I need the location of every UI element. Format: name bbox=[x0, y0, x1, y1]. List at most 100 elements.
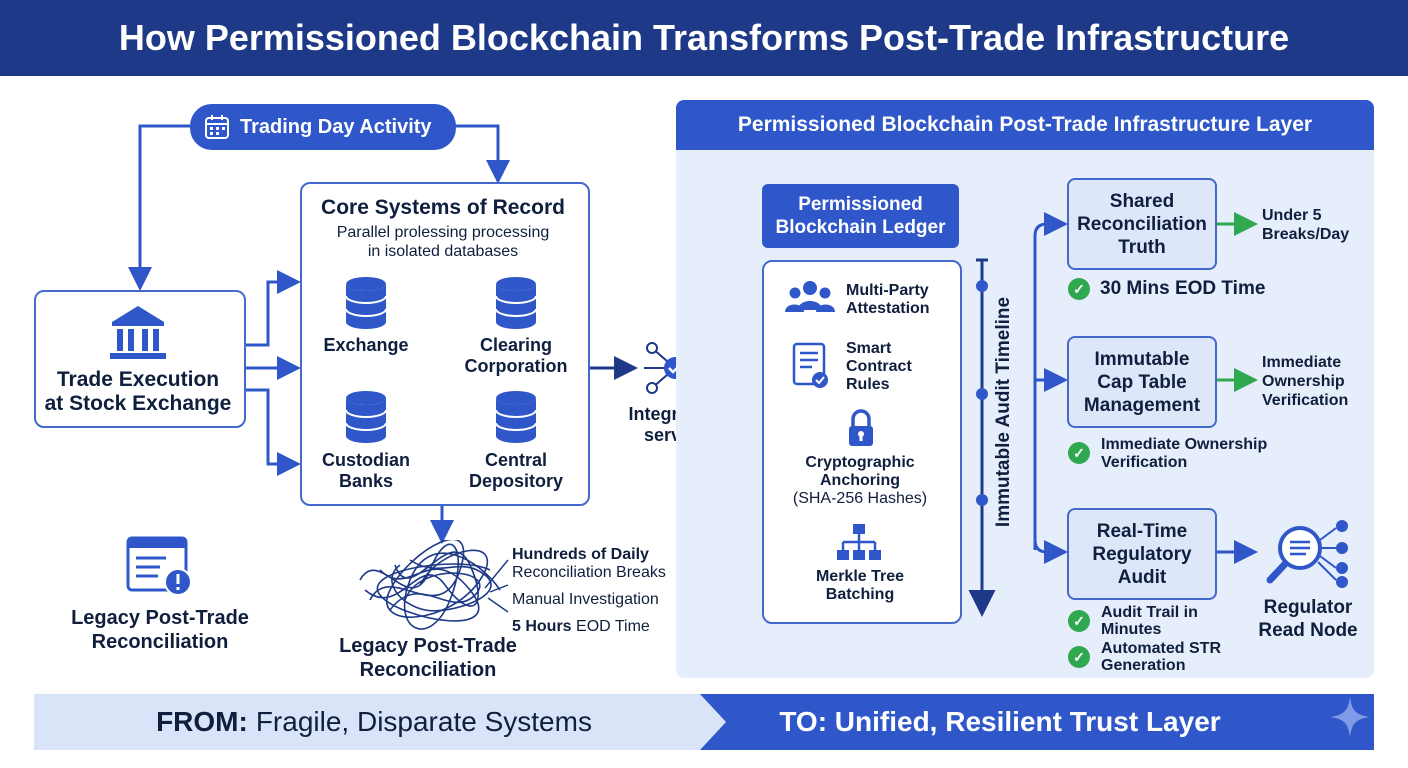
result-breaks: Under 5 Breaks/Day bbox=[1262, 206, 1372, 244]
check-ownership-line2: Verification bbox=[1101, 454, 1188, 471]
alert-window-icon bbox=[126, 536, 192, 596]
banner-to-text: TO: Unified, Resilient Trust Layer bbox=[779, 706, 1221, 737]
regulator-line1: Regulator bbox=[1263, 597, 1353, 618]
trade-execution-line1: Trade Execution bbox=[56, 368, 220, 391]
page-title: How Permissioned Blockchain Transforms P… bbox=[118, 17, 1290, 58]
legacy-left-line1: Legacy Post-Trade bbox=[71, 607, 249, 629]
database-icon-custodian bbox=[345, 391, 387, 443]
cap-table-line1: Immutable bbox=[1094, 348, 1190, 370]
attestation-line1: Multi-Party bbox=[846, 282, 929, 299]
core-subtitle-line2: in isolated databases bbox=[367, 243, 519, 260]
legacy-center-line1: Legacy Post-Trade bbox=[339, 635, 517, 657]
hierarchy-icon bbox=[837, 524, 881, 560]
attestation-line2: Attestation bbox=[846, 300, 930, 317]
legacy-notes: Hundreds of Daily Reconciliation Breaks … bbox=[512, 546, 682, 636]
core-systems-box bbox=[300, 182, 590, 506]
trade-execution-label: Trade Execution at Stock Exchange bbox=[34, 368, 242, 416]
ledger-header-line2: Blockchain Ledger bbox=[775, 217, 946, 238]
ledger-header-line1: Permissioned bbox=[798, 194, 923, 215]
tangled-lines-icon bbox=[359, 540, 509, 630]
ledger-item-smart-contract: Smart Contract Rules bbox=[846, 340, 956, 394]
shared-truth-line3: Truth bbox=[1118, 236, 1166, 258]
banner-from-text: FROM: Fragile, Disparate Systems bbox=[34, 694, 714, 750]
node-exchange: Exchange bbox=[306, 335, 426, 356]
contract-scroll-icon bbox=[792, 342, 828, 388]
node-clearing: Clearing Corporation bbox=[456, 335, 576, 377]
note-1-bold: Hundreds of Daily bbox=[512, 546, 649, 563]
node-depository: Central Depository bbox=[456, 450, 576, 492]
check-audit-trail-text: Audit Trail in Minutes bbox=[1101, 604, 1198, 638]
trading-day-pill: Trading Day Activity bbox=[190, 104, 456, 150]
trade-execution-line2: at Stock Exchange bbox=[44, 392, 232, 415]
node-custodian-line1: Custodian bbox=[322, 450, 410, 470]
banner-to bbox=[700, 694, 1374, 750]
note-3-bold: 5 Hours bbox=[512, 618, 572, 635]
merkle-line1: Merkle Tree bbox=[815, 568, 905, 585]
check-ownership: ✓ Immediate Ownership Verification bbox=[1068, 436, 1267, 472]
node-exchange-line1: Exchange bbox=[323, 335, 409, 355]
node-custodian-line2: Banks bbox=[338, 471, 394, 491]
timeline-label: Immutable Audit Timeline bbox=[993, 296, 1014, 528]
sparkle-icon bbox=[1330, 697, 1370, 737]
result-ownership-line3: Verification bbox=[1262, 392, 1349, 409]
node-depository-line1: Central bbox=[484, 450, 547, 470]
cap-table-line2: Cap Table bbox=[1097, 371, 1187, 393]
banner-from-bold: FROM: bbox=[156, 706, 248, 737]
cap-table-line3: Management bbox=[1083, 394, 1201, 416]
legacy-center-label: Legacy Post-Trade Reconciliation bbox=[318, 634, 538, 682]
legacy-left-label: Legacy Post-Trade Reconciliation bbox=[50, 606, 270, 654]
ledger-item-merkle: Merkle Tree Batching bbox=[764, 568, 956, 604]
reg-audit-line3: Audit bbox=[1117, 566, 1167, 588]
magnifier-network-icon bbox=[1266, 520, 1348, 588]
smart-contract-line2: Contract bbox=[846, 358, 912, 375]
regulator-line2: Read Node bbox=[1258, 620, 1358, 641]
trading-day-label: Trading Day Activity bbox=[240, 115, 432, 138]
database-icon-exchange bbox=[345, 277, 387, 329]
check-audit-trail-line1: Audit Trail in bbox=[1101, 604, 1198, 621]
ledger-header: Permissioned Blockchain Ledger bbox=[762, 184, 959, 248]
check-icon: ✓ bbox=[1068, 278, 1090, 300]
blockchain-layer-header: Permissioned Blockchain Post-Trade Infra… bbox=[676, 100, 1374, 150]
result-ownership-line1: Immediate bbox=[1262, 354, 1342, 371]
crypto-line3: (SHA-256 Hashes) bbox=[792, 490, 928, 507]
check-ownership-text: Immediate Ownership Verification bbox=[1101, 436, 1267, 472]
ledger-item-crypto: Cryptographic Anchoring (SHA-256 Hashes) bbox=[764, 454, 956, 508]
database-icon-clearing bbox=[495, 277, 537, 329]
note-3-rest: EOD Time bbox=[576, 618, 650, 635]
check-audit-trail: ✓ Audit Trail in Minutes bbox=[1068, 604, 1198, 638]
note-1-rest: Reconciliation Breaks bbox=[512, 564, 666, 581]
bank-building-icon bbox=[108, 302, 168, 367]
padlock-icon bbox=[849, 409, 873, 446]
check-str-line1: Automated STR bbox=[1101, 640, 1221, 657]
check-eod-text: 30 Mins EOD Time bbox=[1100, 278, 1266, 299]
regulator-label: Regulator Read Node bbox=[1238, 596, 1378, 642]
core-subtitle-line1: Parallel prolessing processing bbox=[336, 224, 550, 241]
people-icon bbox=[785, 281, 835, 312]
check-str: ✓ Automated STR Generation bbox=[1068, 640, 1221, 674]
note-2: Manual Investigation bbox=[512, 591, 659, 608]
check-eod: ✓ 30 Mins EOD Time bbox=[1068, 278, 1265, 300]
smart-contract-line1: Smart bbox=[846, 340, 892, 357]
banner-chevron bbox=[698, 694, 726, 750]
banner-from bbox=[34, 694, 734, 750]
smart-contract-line3: Rules bbox=[846, 376, 890, 393]
result-ownership: Immediate Ownership Verification bbox=[1262, 353, 1374, 410]
result-ownership-line2: Ownership bbox=[1262, 373, 1345, 390]
node-clearing-line1: Clearing bbox=[479, 335, 553, 355]
title-bar bbox=[0, 0, 1408, 76]
check-audit-trail-line2: Minutes bbox=[1101, 621, 1162, 638]
database-icon-depository bbox=[495, 391, 537, 443]
result-breaks-line2: Breaks/Day bbox=[1262, 226, 1350, 243]
banner-from-rest: Fragile, Disparate Systems bbox=[255, 706, 592, 737]
outcome-shared-truth: Shared Reconciliation Truth bbox=[1067, 178, 1217, 270]
check-str-text: Automated STR Generation bbox=[1101, 640, 1221, 674]
outcome-cap-table: Immutable Cap Table Management bbox=[1067, 336, 1217, 428]
check-icon: ✓ bbox=[1068, 646, 1090, 668]
crypto-line2: Anchoring bbox=[820, 472, 900, 489]
outcome-regulatory-audit: Real-Time Regulatory Audit bbox=[1067, 508, 1217, 600]
legacy-left-line2: Reconciliation bbox=[91, 631, 229, 653]
node-depository-line2: Depository bbox=[468, 471, 564, 491]
check-icon: ✓ bbox=[1068, 610, 1090, 632]
node-clearing-line2: Corporation bbox=[464, 356, 568, 376]
